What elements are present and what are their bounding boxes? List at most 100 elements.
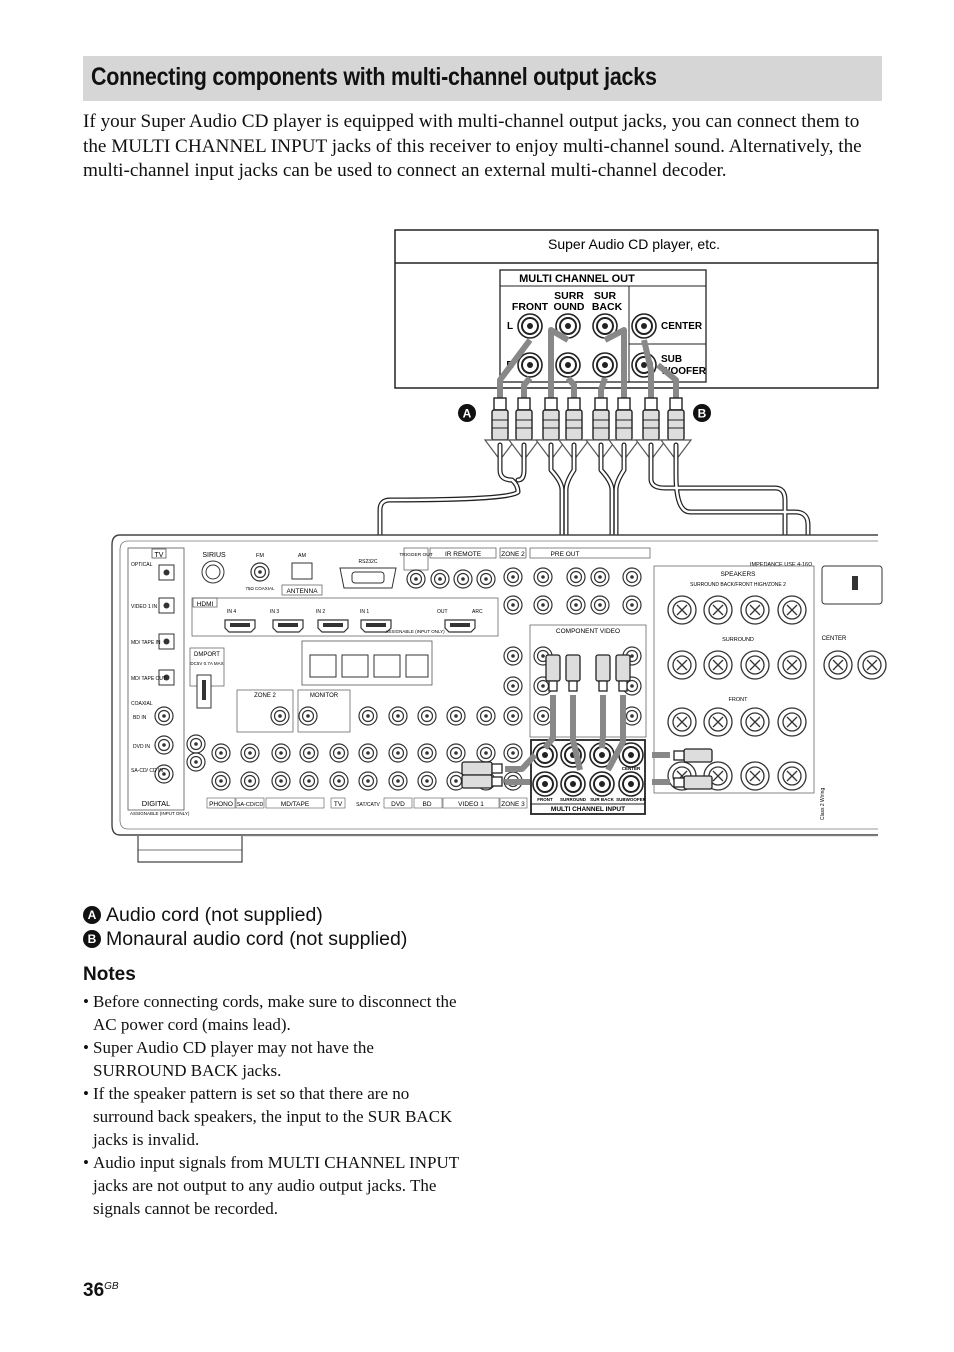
rx-impedance: IMPEDANCE USE 4-16Ω [750,562,812,568]
rx-hdmi: HDMI [197,601,214,608]
intro-text: If your Super Audio CD player is equippe… [83,110,883,184]
rx-video1: VIDEO 1 [458,801,484,808]
down-arrows [483,439,693,461]
out-col-front: FRONT [512,301,549,313]
out-jack-front-r [517,352,543,378]
out-center-label: CENTER [661,321,703,332]
multi-out-header: MULTI CHANNEL OUT [519,273,635,285]
rx-ir-remote: IR REMOTE [445,551,482,558]
rx-bd-in: BD IN [133,715,147,721]
rx-hdmi-arc: ARC [472,609,483,615]
note-item: Before connecting cords, make sure to di… [83,990,463,1036]
mci-title: MULTI CHANNEL INPUT [551,806,625,813]
bottom-plugs [461,654,713,790]
notes-list: Before connecting cords, make sure to di… [83,990,463,1220]
rx-mdtape-out: MD/ TAPE OUT [131,676,166,682]
rx-monitor: MONITOR [310,693,339,699]
note-item: Audio input signals from MULTI CHANNEL I… [83,1151,463,1220]
rx-hdmi-in1: IN 1 [360,609,369,615]
rx-coaxial: COAXIAL [131,701,153,707]
page-number-suffix: GB [104,1281,119,1292]
rx-optical: OPTICAL [131,562,153,568]
section-title: Connecting components with multi-channel… [91,63,657,91]
rx-dmport: DMPORT [194,652,220,658]
page-number-value: 36 [83,1280,105,1301]
top-plugs [491,397,685,441]
out-col-surr-1: SURR [554,290,584,302]
rx-surround: SURROUND [722,637,754,643]
rx-assignable-digital: ASSIGNABLE (INPUT ONLY) [130,811,190,816]
out-sub-label-2: WOOFER [661,366,707,377]
rx-hdmi-in2: IN 2 [316,609,325,615]
rx-fm: FM [256,553,264,559]
marker-b-circle [693,404,711,422]
rx-sacd: SA-CD/CD [237,802,264,808]
rx-class-wiring: Class 2 Wiring [820,788,826,820]
plug-arrows-top [497,327,679,398]
out-jack-surback-r [592,352,618,378]
mci-surround: SURROUND [560,797,587,802]
out-col-surback-2: BACK [592,301,623,313]
rx-input-labels: PHONO SA-CD/CD MD/TAPE TV SAT/CATV DVD B… [206,797,528,809]
out-col-surback-1: SUR [594,290,617,302]
connection-diagram: Super Audio CD player, etc. MULTI CHANNE… [111,229,887,863]
out-sub-label-1: SUB [661,354,682,365]
rx-hdmi-in4: IN 4 [227,609,236,615]
rx-sacd-in: SA-CD/ CD IN [131,768,163,774]
rx-satcatv: SAT/CATV [356,802,380,808]
rx-rs232c: RS232C [359,559,378,565]
player-label: Super Audio CD player, etc. [548,236,720,252]
notes-heading: Notes [83,964,136,985]
mci-arrows [505,695,670,785]
rx-sirius: SIRIUS [202,552,226,559]
rx-video1-in: VIDEO 1 IN [131,604,158,610]
rx-zone2: ZONE 2 [501,551,525,558]
rx-preout: PRE OUT [551,551,580,558]
rx-antenna: ANTENNA [286,588,318,595]
marker-b: B [698,407,707,421]
mci-front: FRONT [537,797,553,802]
rx-mdtape: MD/TAPE [281,801,310,808]
marker-a-circle [458,404,476,422]
rx-trigger-out: TRIGGER OUT [399,552,432,558]
page-number: 36GB [83,1280,119,1302]
out-col-surr-2: OUND [554,301,585,313]
rx-dvd-in: DVD IN [133,744,150,750]
rx-center: CENTER [822,636,847,642]
rx-phono: PHONO [209,801,233,808]
note-item: If the speaker pattern is set so that th… [83,1082,463,1151]
legend: A Audio cord (not supplied) B Monaural a… [83,903,407,951]
rx-assignable: ASSIGNABLE (INPUT ONLY) [385,629,445,634]
receiver-rear-panel: TV OPTICAL VIDEO 1 IN MD/ TAPE IN MD/ TA… [111,534,887,863]
rx-surround-back: SURROUND BACK/FRONT HIGH/ZONE 2 [690,582,786,588]
legend-text-a: Audio cord (not supplied) [106,904,323,926]
marker-a: A [463,407,472,421]
rx-hdmi-in3: IN 3 [270,609,279,615]
rx-front: FRONT [729,697,749,703]
rx-digital: DIGITAL [142,799,171,808]
rx-am: AM [298,553,307,559]
rx-tv-audio: TV [334,801,343,808]
rx-dvd: DVD [391,801,405,808]
mci-subwoofer: SUBWOOFER [616,797,646,802]
rx-bd: BD [422,801,431,808]
rx-zone3: ZONE 3 [501,801,525,808]
rx-tv-label: TV [155,552,164,559]
intro-paragraph: If your Super Audio CD player is equippe… [83,111,862,181]
legend-marker-b: B [83,930,101,948]
out-jack-surround-r [555,352,581,378]
rx-mdtape-in: MD/ TAPE IN [131,640,161,646]
rx-fm-coaxial: 75Ω COAXIAL [245,586,275,591]
legend-item-b: B Monaural audio cord (not supplied) [83,927,407,951]
rx-component-video: COMPONENT VIDEO [556,628,620,635]
out-jack-center [631,313,657,339]
rx-speakers: SPEAKERS [720,571,756,578]
legend-item-a: A Audio cord (not supplied) [83,903,407,927]
out-row-l: L [507,321,513,332]
mci-center: CENTER [622,766,641,771]
legend-text-b: Monaural audio cord (not supplied) [106,928,408,950]
rx-hdmi-out: OUT [437,609,448,615]
mci-surback: SUR BACK [590,797,615,802]
out-jack-front-l [517,313,543,339]
rx-zone2-video: ZONE 2 [254,693,276,699]
